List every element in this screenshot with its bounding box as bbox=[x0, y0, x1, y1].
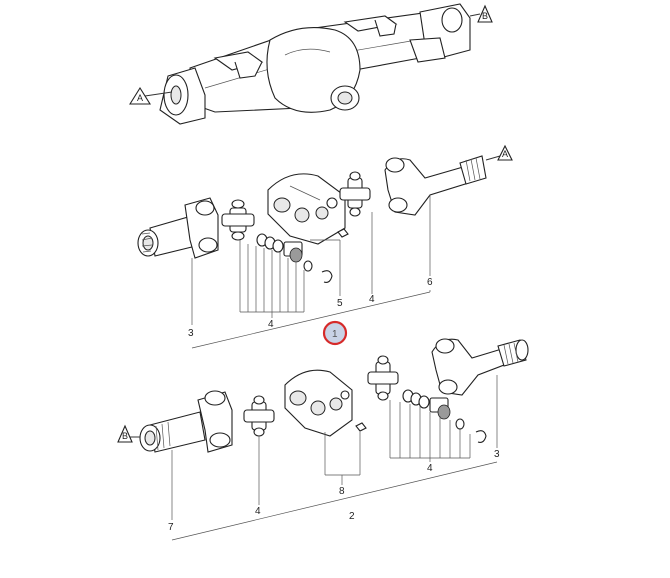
right-yoke-shaft: A bbox=[384, 144, 513, 216]
lower-right-yoke-shaft bbox=[431, 338, 529, 396]
callout-8-lower: 8 bbox=[339, 486, 345, 497]
callout-3-lower: 3 bbox=[494, 449, 500, 460]
upper-shaft-assembly: A 3 4 5 4 6 bbox=[137, 144, 513, 349]
lower-universal-joint-cross-right bbox=[367, 355, 399, 401]
callout-7-lower: 7 bbox=[168, 522, 174, 533]
callout-2-lower: 2 bbox=[349, 511, 355, 522]
axle-housing-assembly: A B bbox=[129, 3, 493, 125]
callout-1-hotspot[interactable]: 1 bbox=[322, 320, 348, 346]
ref-b-top: B bbox=[482, 11, 488, 21]
lower-left-stub-shaft: B bbox=[117, 390, 233, 453]
ref-a-mid: A bbox=[502, 149, 508, 159]
universal-joint-cross bbox=[221, 199, 255, 241]
svg-text:1: 1 bbox=[332, 329, 338, 340]
lower-bearing-ring-stack bbox=[402, 389, 487, 443]
ref-b-bottom: B bbox=[122, 431, 128, 441]
bearing-ring-stack bbox=[256, 233, 333, 283]
ref-a-top: A bbox=[137, 93, 143, 103]
lower-universal-joint-cross bbox=[243, 395, 275, 437]
callout-4-lower-right: 4 bbox=[427, 463, 433, 474]
callout-5-upper: 5 bbox=[337, 298, 343, 309]
callout-4-upper-right: 4 bbox=[369, 294, 375, 305]
upper-leader-lines bbox=[191, 195, 431, 349]
left-stub-shaft bbox=[137, 197, 219, 259]
callout-4-upper-left: 4 bbox=[268, 319, 274, 330]
callout-3-upper: 3 bbox=[188, 328, 194, 339]
callout-4-lower-left: 4 bbox=[255, 506, 261, 517]
center-coupling-block bbox=[267, 173, 346, 245]
lower-shaft-assembly: B bbox=[117, 338, 529, 541]
lower-center-coupling-block bbox=[284, 369, 353, 437]
callout-6-upper: 6 bbox=[427, 277, 433, 288]
universal-joint-cross-right bbox=[339, 171, 371, 217]
small-plug bbox=[337, 228, 349, 238]
lower-small-plug bbox=[355, 422, 367, 432]
lower-leader-lines bbox=[171, 375, 498, 541]
